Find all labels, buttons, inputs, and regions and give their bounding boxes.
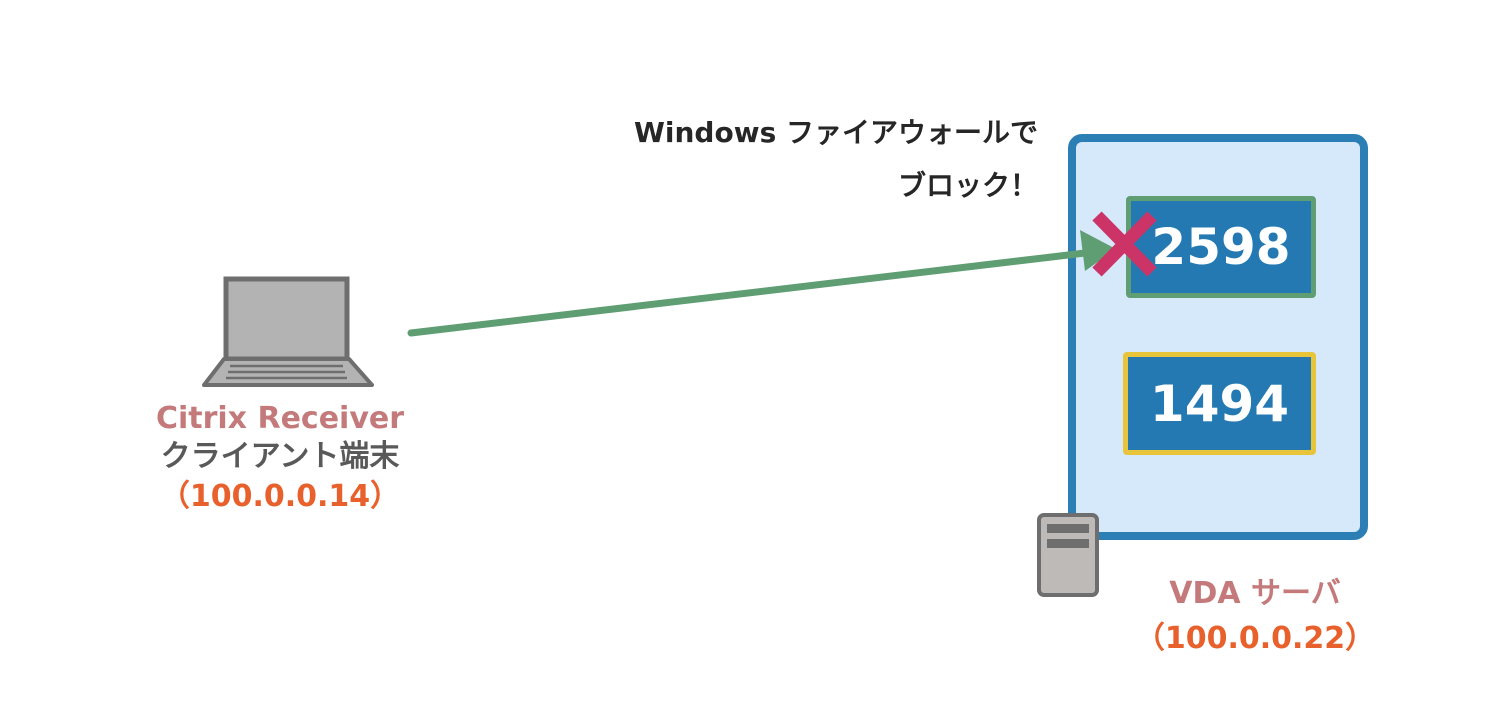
client-name-label: Citrix Receiver bbox=[155, 401, 405, 436]
vda-server-panel bbox=[1068, 134, 1368, 540]
client-type-label: クライアント端末 bbox=[160, 439, 400, 474]
connection-arrow-line bbox=[407, 249, 1089, 337]
vda-name-label: VDA サーバ bbox=[1169, 576, 1341, 611]
client-ip-label: （100.0.0.14） bbox=[159, 479, 401, 514]
firewall-note-line1: Windows ファイアウォールで bbox=[634, 116, 1038, 149]
firewall-note-line2: ブロック！ bbox=[897, 169, 1038, 202]
port-2598-box: 2598 bbox=[1126, 196, 1316, 298]
laptop-icon bbox=[202, 276, 374, 387]
port-1494-box: 1494 bbox=[1123, 352, 1316, 455]
vda-ip-label: （100.0.0.22） bbox=[1134, 621, 1376, 656]
server-tower-icon bbox=[1037, 513, 1099, 597]
